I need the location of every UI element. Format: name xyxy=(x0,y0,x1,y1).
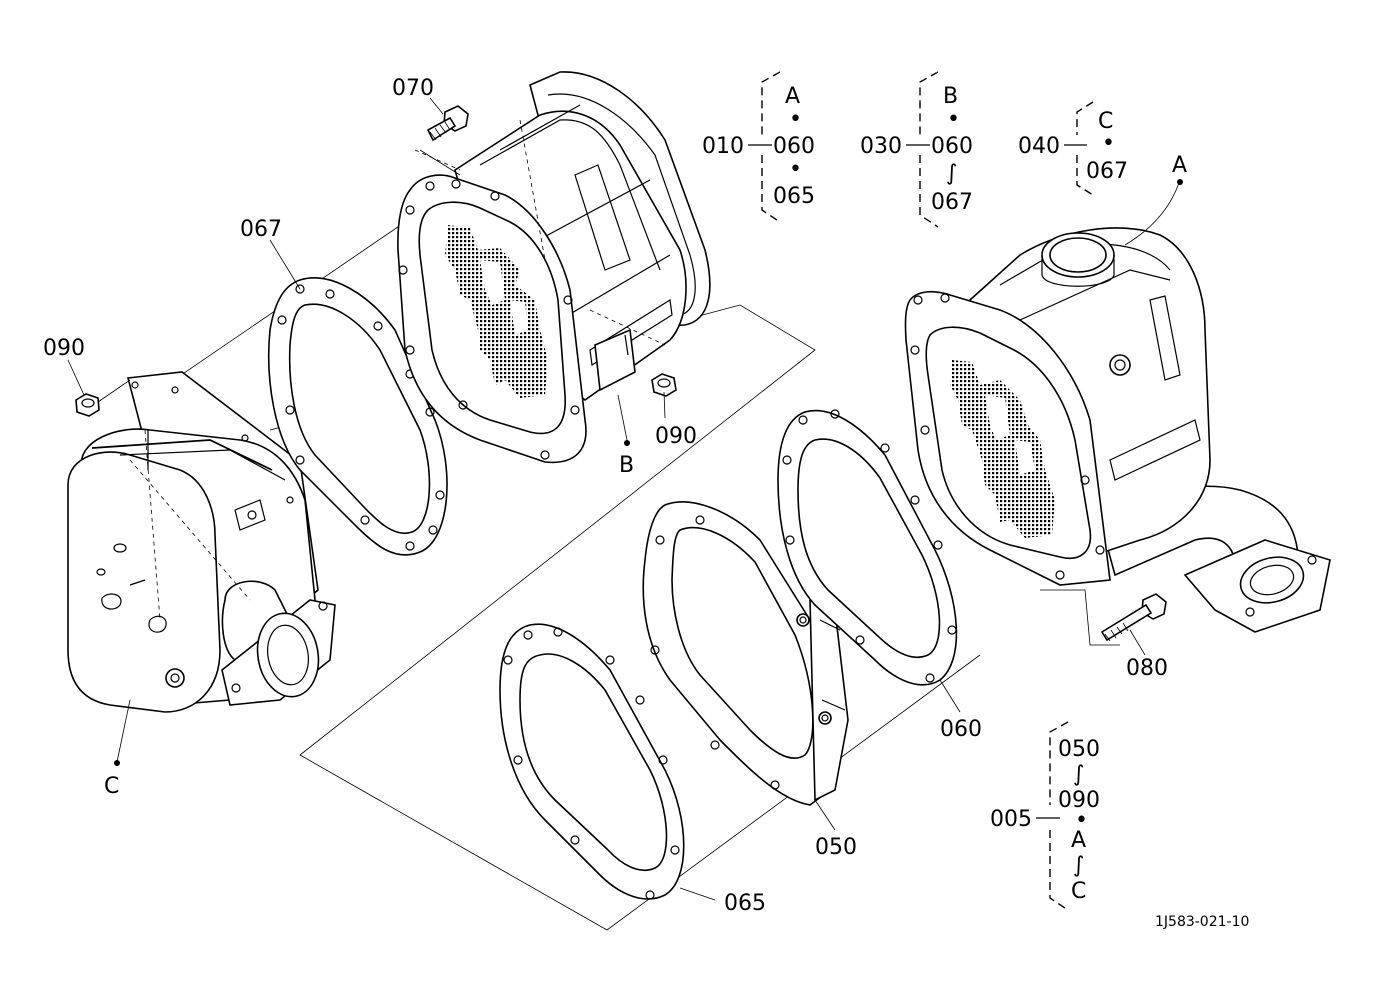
group-010-item-4: 065 xyxy=(773,184,815,209)
bolt-080 xyxy=(1100,593,1167,642)
leader-lines xyxy=(67,97,1181,901)
group-030-id: 030 xyxy=(860,134,902,159)
assembly-outline-lower xyxy=(1040,589,1120,646)
ref-dot-a xyxy=(1177,179,1183,185)
group-005-item-2: 090 xyxy=(1058,788,1100,813)
muffler-housing-c xyxy=(67,371,336,713)
group-040: 040 C • 067 xyxy=(1018,101,1128,196)
flange-050 xyxy=(642,501,849,806)
callout-070: 070 xyxy=(392,76,434,101)
group-005-item-0: 050 xyxy=(1058,737,1100,762)
callout-065: 065 xyxy=(724,891,766,916)
hidden-line-c xyxy=(129,429,251,621)
ref-dot-b xyxy=(624,440,630,446)
group-030: 030 B • 060 ∫ 067 xyxy=(860,71,973,228)
gasket-067 xyxy=(267,277,448,556)
callout-067: 067 xyxy=(240,217,282,242)
callout-060: 060 xyxy=(940,717,982,742)
group-040-item-2: 067 xyxy=(1086,159,1128,184)
group-005-item-6: C xyxy=(1071,879,1086,904)
bolt-070 xyxy=(419,105,469,176)
ref-label-a: A xyxy=(1172,153,1187,178)
group-040-item-0: C xyxy=(1098,109,1113,134)
nut-090-mid xyxy=(651,373,677,397)
drawing-code: 1J583-021-10 xyxy=(1155,914,1249,930)
group-010: 010 A • 060 • 065 xyxy=(702,71,815,223)
group-030-item-3: ∫ xyxy=(946,161,957,186)
group-030-item-1: • xyxy=(947,107,960,132)
callout-090-left: 090 xyxy=(43,336,85,361)
hidden-line-b xyxy=(414,119,666,346)
group-010-item-0: A xyxy=(785,84,800,109)
inlet-housing-a xyxy=(904,227,1331,633)
ref-label-c: C xyxy=(104,774,119,799)
callout-080: 080 xyxy=(1126,656,1168,681)
group-030-item-4: 067 xyxy=(931,190,973,215)
group-005-item-5: ∫ xyxy=(1073,853,1084,878)
group-005-item-1: ∫ xyxy=(1073,762,1084,787)
group-010-item-1: • xyxy=(789,107,802,132)
group-005: 005 050 ∫ 090 • A ∫ C xyxy=(990,721,1100,911)
group-030-item-0: B xyxy=(943,84,958,109)
callout-050: 050 xyxy=(815,835,857,860)
ref-dot-c xyxy=(114,760,120,766)
group-010-id: 010 xyxy=(702,134,744,159)
group-005-id: 005 xyxy=(990,807,1032,832)
nut-090-left xyxy=(75,379,131,417)
callout-090-mid: 090 xyxy=(655,424,697,449)
group-005-item-4: A xyxy=(1071,828,1086,853)
group-005-item-3: • xyxy=(1075,808,1088,833)
group-010-item-2: 060 xyxy=(773,134,815,159)
group-010-item-3: • xyxy=(789,157,802,182)
group-040-item-1: • xyxy=(1102,131,1115,156)
group-030-item-2: 060 xyxy=(931,134,973,159)
group-040-id: 040 xyxy=(1018,134,1060,159)
gasket-060 xyxy=(777,409,958,686)
ref-label-b: B xyxy=(619,453,634,478)
gasket-065 xyxy=(499,623,685,900)
